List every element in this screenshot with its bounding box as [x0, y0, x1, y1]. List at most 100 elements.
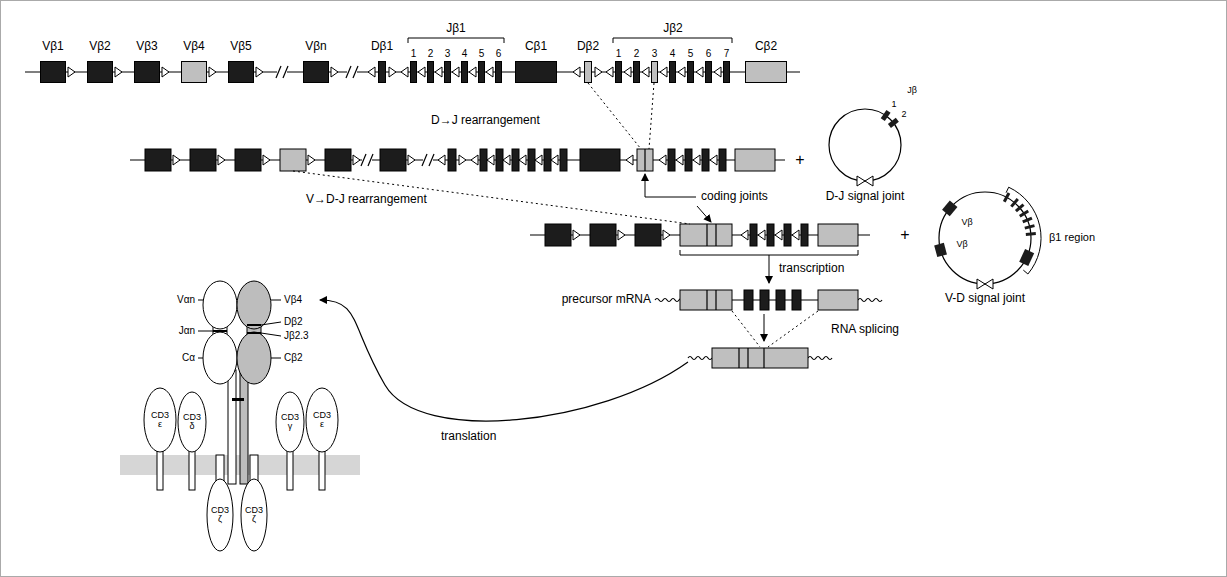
- gene-segment: [528, 149, 535, 171]
- break-mark: [283, 66, 288, 78]
- rss-triangle: [68, 67, 75, 77]
- rss-triangle: [551, 155, 558, 165]
- process-arrow: [764, 314, 765, 341]
- step-label: D→J rearrangement: [430, 114, 541, 128]
- cd3-subunit: CD3 δ: [182, 413, 202, 432]
- d-segment-mark: [1003, 192, 1010, 202]
- rss-triangle: [389, 67, 396, 77]
- segment-number: 2: [428, 48, 434, 60]
- break-mark: [368, 154, 373, 166]
- j-segment-mark: [881, 110, 891, 121]
- cd3-subunit: CD3 γ: [280, 413, 300, 432]
- rss-triangle: [573, 67, 580, 77]
- coding-joint: [715, 290, 716, 310]
- segment-label: Jβ: [906, 85, 918, 95]
- gene-segment: [818, 224, 858, 246]
- rss-triangle: [792, 230, 799, 240]
- gene-segment: [590, 224, 616, 246]
- rss-triangle: [486, 67, 493, 77]
- domain-label: Jβ2.3: [283, 330, 310, 342]
- gene-segment: [496, 149, 503, 171]
- rss-triangle: [503, 155, 510, 165]
- leader-line: [271, 300, 281, 301]
- segment-label: Dβ1: [371, 40, 393, 54]
- gene-segment: [702, 149, 709, 171]
- segment-number: 2: [900, 109, 907, 119]
- subunit-label: CD3 ζ: [210, 506, 230, 525]
- leader-line: [198, 358, 203, 359]
- gene-segment: 2: [427, 61, 434, 83]
- rss-triangle: [459, 155, 466, 165]
- segment-number: 4: [462, 48, 468, 60]
- beta-v-domain: [237, 281, 271, 329]
- subunit-label: CD3 ε: [312, 411, 332, 430]
- gene-segment: Vβ3: [134, 61, 160, 83]
- dj-segment: [637, 149, 653, 171]
- gene-segment: [784, 224, 791, 246]
- gene-segment: 5: [687, 61, 694, 83]
- leader-line: [261, 333, 281, 336]
- rss-triangle: [469, 67, 476, 77]
- rss-triangle: [714, 67, 721, 77]
- gene-segment: [380, 149, 406, 171]
- rss-triangle: [985, 279, 993, 289]
- rss-triangle: [775, 230, 782, 240]
- vdj-exon: [680, 290, 732, 310]
- gene-segment: [190, 149, 216, 171]
- segment-number: 1: [890, 99, 897, 109]
- j-segment-mark: [1015, 203, 1025, 212]
- segment-number: 7: [724, 48, 730, 60]
- j-segment-mark: [1022, 217, 1032, 224]
- rss-triangle: [115, 67, 122, 77]
- gene-segment: [544, 149, 551, 171]
- gene-segment: [767, 224, 774, 246]
- gene-segment: Cβ2: [745, 61, 787, 83]
- rss-triangle: [418, 67, 425, 77]
- j-cluster-bracket: [408, 38, 504, 43]
- gene-segment: Dβ2: [584, 61, 592, 83]
- gene-rows: [25, 66, 882, 368]
- rss-triangle: [308, 155, 315, 165]
- gene-segment: [545, 224, 571, 246]
- break-mark: [429, 154, 434, 166]
- rss-triangle: [642, 67, 649, 77]
- step-label: transcription: [778, 262, 845, 276]
- subunit-label: CD3 ε: [150, 411, 170, 430]
- gene-segment: 4: [461, 61, 468, 83]
- rearrangement-guide: [588, 83, 641, 149]
- rss-triangle: [331, 67, 338, 77]
- segment-number: 6: [706, 48, 712, 60]
- rearrangement-guide: [293, 171, 690, 224]
- alpha-v-domain: [203, 281, 237, 329]
- exon-junction: [763, 348, 764, 368]
- gene-segment: [685, 149, 692, 171]
- alpha-stalk: [228, 370, 236, 484]
- cd3-epsilon-shape: [144, 388, 176, 452]
- mrna-tail: [688, 357, 712, 360]
- rss-triangle: [595, 67, 602, 77]
- j-exon: [744, 290, 753, 310]
- rss-triangle: [435, 67, 442, 77]
- product-label: V-D signal joint: [944, 292, 1026, 306]
- c-segment-mark: [1019, 249, 1034, 266]
- gene-segment: Vβn: [303, 61, 329, 83]
- coding-joint: [706, 290, 707, 310]
- mrna-tail: [858, 299, 882, 302]
- domain-label: Cβ2: [283, 352, 304, 364]
- j-exon: [792, 290, 801, 310]
- rss-triangle: [452, 67, 459, 77]
- segment-number: 5: [479, 48, 485, 60]
- alpha-c-domain: [203, 332, 237, 384]
- v-segment-mark: [934, 243, 947, 257]
- beta-c-domain: [237, 332, 271, 384]
- cluster-label: Jβ2: [662, 22, 684, 36]
- cd3-subunit: CD3 ζ: [244, 506, 264, 525]
- rss-triangle: [487, 155, 494, 165]
- rss-triangle: [438, 155, 445, 165]
- rss-triangle: [173, 155, 180, 165]
- gene-segment: Cβ1: [515, 61, 557, 83]
- break-mark: [422, 154, 427, 166]
- segment-number: 2: [634, 48, 640, 60]
